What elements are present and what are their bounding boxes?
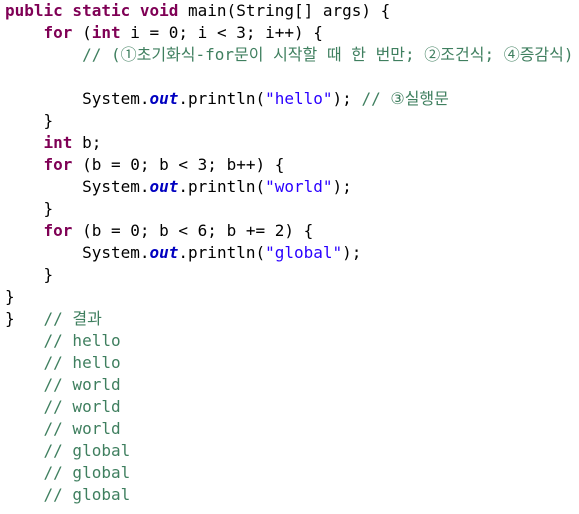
code-token: (b = 0; b < 3; b++) { <box>72 155 285 174</box>
code-token: } <box>5 199 54 218</box>
comment-token: // global <box>43 485 131 504</box>
code-token <box>5 375 44 394</box>
comment-token: // global <box>43 463 131 482</box>
code-line: } <box>5 286 574 308</box>
code-line: } <box>5 110 574 132</box>
comment-token: // (①초기화식-for문이 시작할 때 한 번만; ②조건식; ④증감식) <box>82 45 574 64</box>
code-line: } <box>5 198 574 220</box>
code-line: int b; <box>5 132 574 154</box>
comment-token: // world <box>43 375 121 394</box>
code-line: } // 결과 <box>5 308 574 330</box>
code-editor[interactable]: public static void main(String[] args) {… <box>5 0 574 506</box>
code-token: ); <box>342 243 362 262</box>
code-token <box>5 331 44 350</box>
comment-token: // hello <box>43 353 121 372</box>
code-token: i = 0; i < 3; i++) { <box>120 23 323 42</box>
code-line: System.out.println("hello"); // ③실행문 <box>5 88 574 110</box>
field-token: out <box>149 89 179 108</box>
keyword-token: for <box>43 155 73 174</box>
field-token: out <box>149 177 179 196</box>
comment-token: // ③실행문 <box>361 89 449 108</box>
keyword-token: public static void <box>5 1 179 20</box>
code-token: .println( <box>178 89 266 108</box>
code-line: } <box>5 264 574 286</box>
code-line: // world <box>5 396 574 418</box>
string-literal-token: "global" <box>265 243 343 262</box>
keyword-token: int <box>91 23 121 42</box>
code-token <box>5 221 44 240</box>
code-line: for (b = 0; b < 6; b += 2) { <box>5 220 574 242</box>
code-token: .println( <box>178 177 266 196</box>
code-token: } <box>5 111 54 130</box>
code-line: // hello <box>5 352 574 374</box>
code-token <box>5 155 44 174</box>
code-token <box>5 353 44 372</box>
code-line: System.out.println("global"); <box>5 242 574 264</box>
code-line: // global <box>5 484 574 506</box>
keyword-token: for <box>43 221 73 240</box>
string-literal-token: "hello" <box>265 89 333 108</box>
comment-token: // 결과 <box>43 309 102 328</box>
code-line: // hello <box>5 330 574 352</box>
code-token: } <box>5 309 44 328</box>
code-token <box>5 419 44 438</box>
code-token <box>5 45 82 64</box>
code-token <box>5 463 44 482</box>
code-token: System. <box>5 243 150 262</box>
code-token: (b = 0; b < 6; b += 2) { <box>72 221 314 240</box>
code-line: // (①초기화식-for문이 시작할 때 한 번만; ②조건식; ④증감식) <box>5 44 574 66</box>
code-token <box>5 441 44 460</box>
code-token: ); <box>332 177 352 196</box>
code-line <box>5 66 574 88</box>
code-token <box>5 133 44 152</box>
code-token: .println( <box>178 243 266 262</box>
code-line: // world <box>5 418 574 440</box>
code-token <box>5 23 44 42</box>
comment-token: // hello <box>43 331 121 350</box>
code-line: public static void main(String[] args) { <box>5 0 574 22</box>
comment-token: // world <box>43 419 121 438</box>
code-token: ( <box>72 23 92 42</box>
string-literal-token: "world" <box>265 177 333 196</box>
code-token: ); <box>332 89 362 108</box>
keyword-token: for <box>43 23 73 42</box>
code-line: // global <box>5 462 574 484</box>
comment-token: // global <box>43 441 131 460</box>
code-token: } <box>5 265 54 284</box>
code-line: for (b = 0; b < 3; b++) { <box>5 154 574 176</box>
code-line: System.out.println("world"); <box>5 176 574 198</box>
code-token <box>5 397 44 416</box>
code-line: for (int i = 0; i < 3; i++) { <box>5 22 574 44</box>
code-token <box>5 485 44 504</box>
code-token: b; <box>72 133 102 152</box>
code-token: main(String[] args) { <box>178 1 391 20</box>
code-line: // global <box>5 440 574 462</box>
field-token: out <box>149 243 179 262</box>
code-line: // world <box>5 374 574 396</box>
code-token: System. <box>5 89 150 108</box>
code-token: } <box>5 287 15 306</box>
code-token: System. <box>5 177 150 196</box>
comment-token: // world <box>43 397 121 416</box>
keyword-token: int <box>43 133 73 152</box>
